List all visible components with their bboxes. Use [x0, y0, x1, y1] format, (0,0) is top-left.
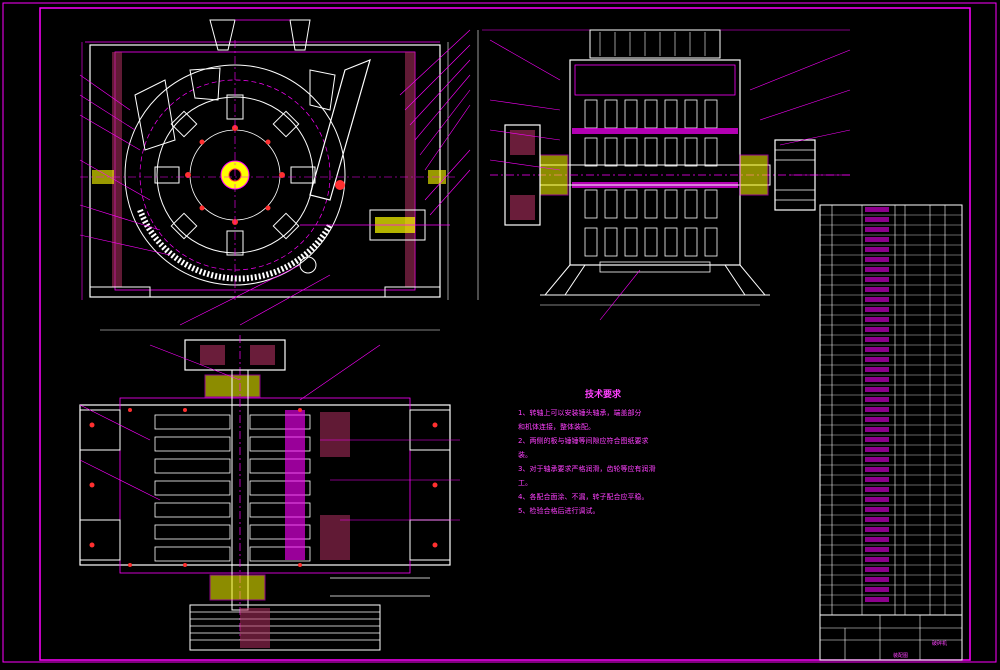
parts-list-entry-mark — [865, 367, 889, 372]
parts-list-entry-mark — [865, 327, 889, 332]
parts-list-entry-mark — [865, 457, 889, 462]
parts-list-entry-mark — [865, 447, 889, 452]
front-section-view — [79, 19, 471, 331]
parts-list-entry-mark — [865, 227, 889, 232]
plan-view — [79, 335, 460, 651]
requirement-line: 4、各配合面涂、不漏，转子配合应平稳。 — [518, 493, 649, 501]
requirement-line: 1、转轴上可以安装锤头轴承，端盖部分 — [518, 409, 642, 417]
parts-list-entry-mark — [865, 387, 889, 392]
side-view — [477, 29, 851, 321]
parts-list-entry-mark — [865, 467, 889, 472]
technical-requirements-title: 技术要求 — [584, 390, 621, 400]
parts-list-entry-mark — [865, 547, 889, 552]
parts-list-entry-mark — [865, 487, 889, 492]
parts-list-entry-mark — [865, 437, 889, 442]
requirement-line: 工。 — [518, 479, 532, 487]
parts-list-entry-mark — [865, 497, 889, 502]
requirement-line: 3、对于轴承要求严格润滑，齿轮等应有润滑 — [518, 465, 656, 473]
parts-list-entry-mark — [865, 297, 889, 302]
technical-requirements: 技术要求 1、转轴上可以安装锤头轴承，端盖部分 和机体连接，整体装配。 2、两侧… — [518, 388, 688, 518]
parts-list-entry-mark — [865, 417, 889, 422]
parts-list-entry-mark — [865, 357, 889, 362]
parts-list-entry-mark — [865, 537, 889, 542]
parts-list-entry-mark — [865, 267, 889, 272]
parts-list-entry-mark — [865, 517, 889, 522]
parts-list-entry-mark — [865, 237, 889, 242]
parts-list-entry-mark — [865, 257, 889, 262]
parts-list-entry-mark — [865, 477, 889, 482]
requirement-line: 5、检验合格后进行调试。 — [518, 507, 600, 515]
parts-list-entry-mark — [865, 287, 889, 292]
parts-list-entry-mark — [865, 597, 889, 602]
parts-list-entry-mark — [865, 217, 889, 222]
parts-list-entry-mark — [865, 317, 889, 322]
parts-list-entry-mark — [865, 347, 889, 352]
title-block-label-a: 破碎机 — [932, 640, 947, 647]
requirement-line: 2、两侧的板与锤锤等间隙应符合图纸要求 — [518, 437, 649, 445]
parts-list-entry-mark — [865, 577, 889, 582]
parts-list-entry-mark — [865, 307, 889, 312]
parts-list-entry-mark — [865, 397, 889, 402]
title-block: 破碎机 装配图 — [819, 614, 963, 661]
parts-list-entry-mark — [865, 567, 889, 572]
requirement-line: 和机体连接，整体装配。 — [518, 423, 595, 431]
inner-border — [39, 7, 971, 661]
parts-list-entry-mark — [865, 337, 889, 342]
parts-list-entry-mark — [865, 407, 889, 412]
parts-list-entry-mark — [865, 277, 889, 282]
parts-list-entry-mark — [865, 427, 889, 432]
parts-list-entry-mark — [865, 247, 889, 252]
parts-list-entry-mark — [865, 507, 889, 512]
parts-list-entry-mark — [865, 557, 889, 562]
parts-list-entry-mark — [865, 377, 889, 382]
parts-list-table — [819, 204, 963, 616]
parts-list-entry-mark — [865, 527, 889, 532]
title-block-label-b: 装配图 — [893, 652, 908, 659]
parts-list-entry-mark — [865, 207, 889, 212]
requirement-line: 装。 — [518, 451, 532, 459]
parts-list-entry-mark — [865, 587, 889, 592]
